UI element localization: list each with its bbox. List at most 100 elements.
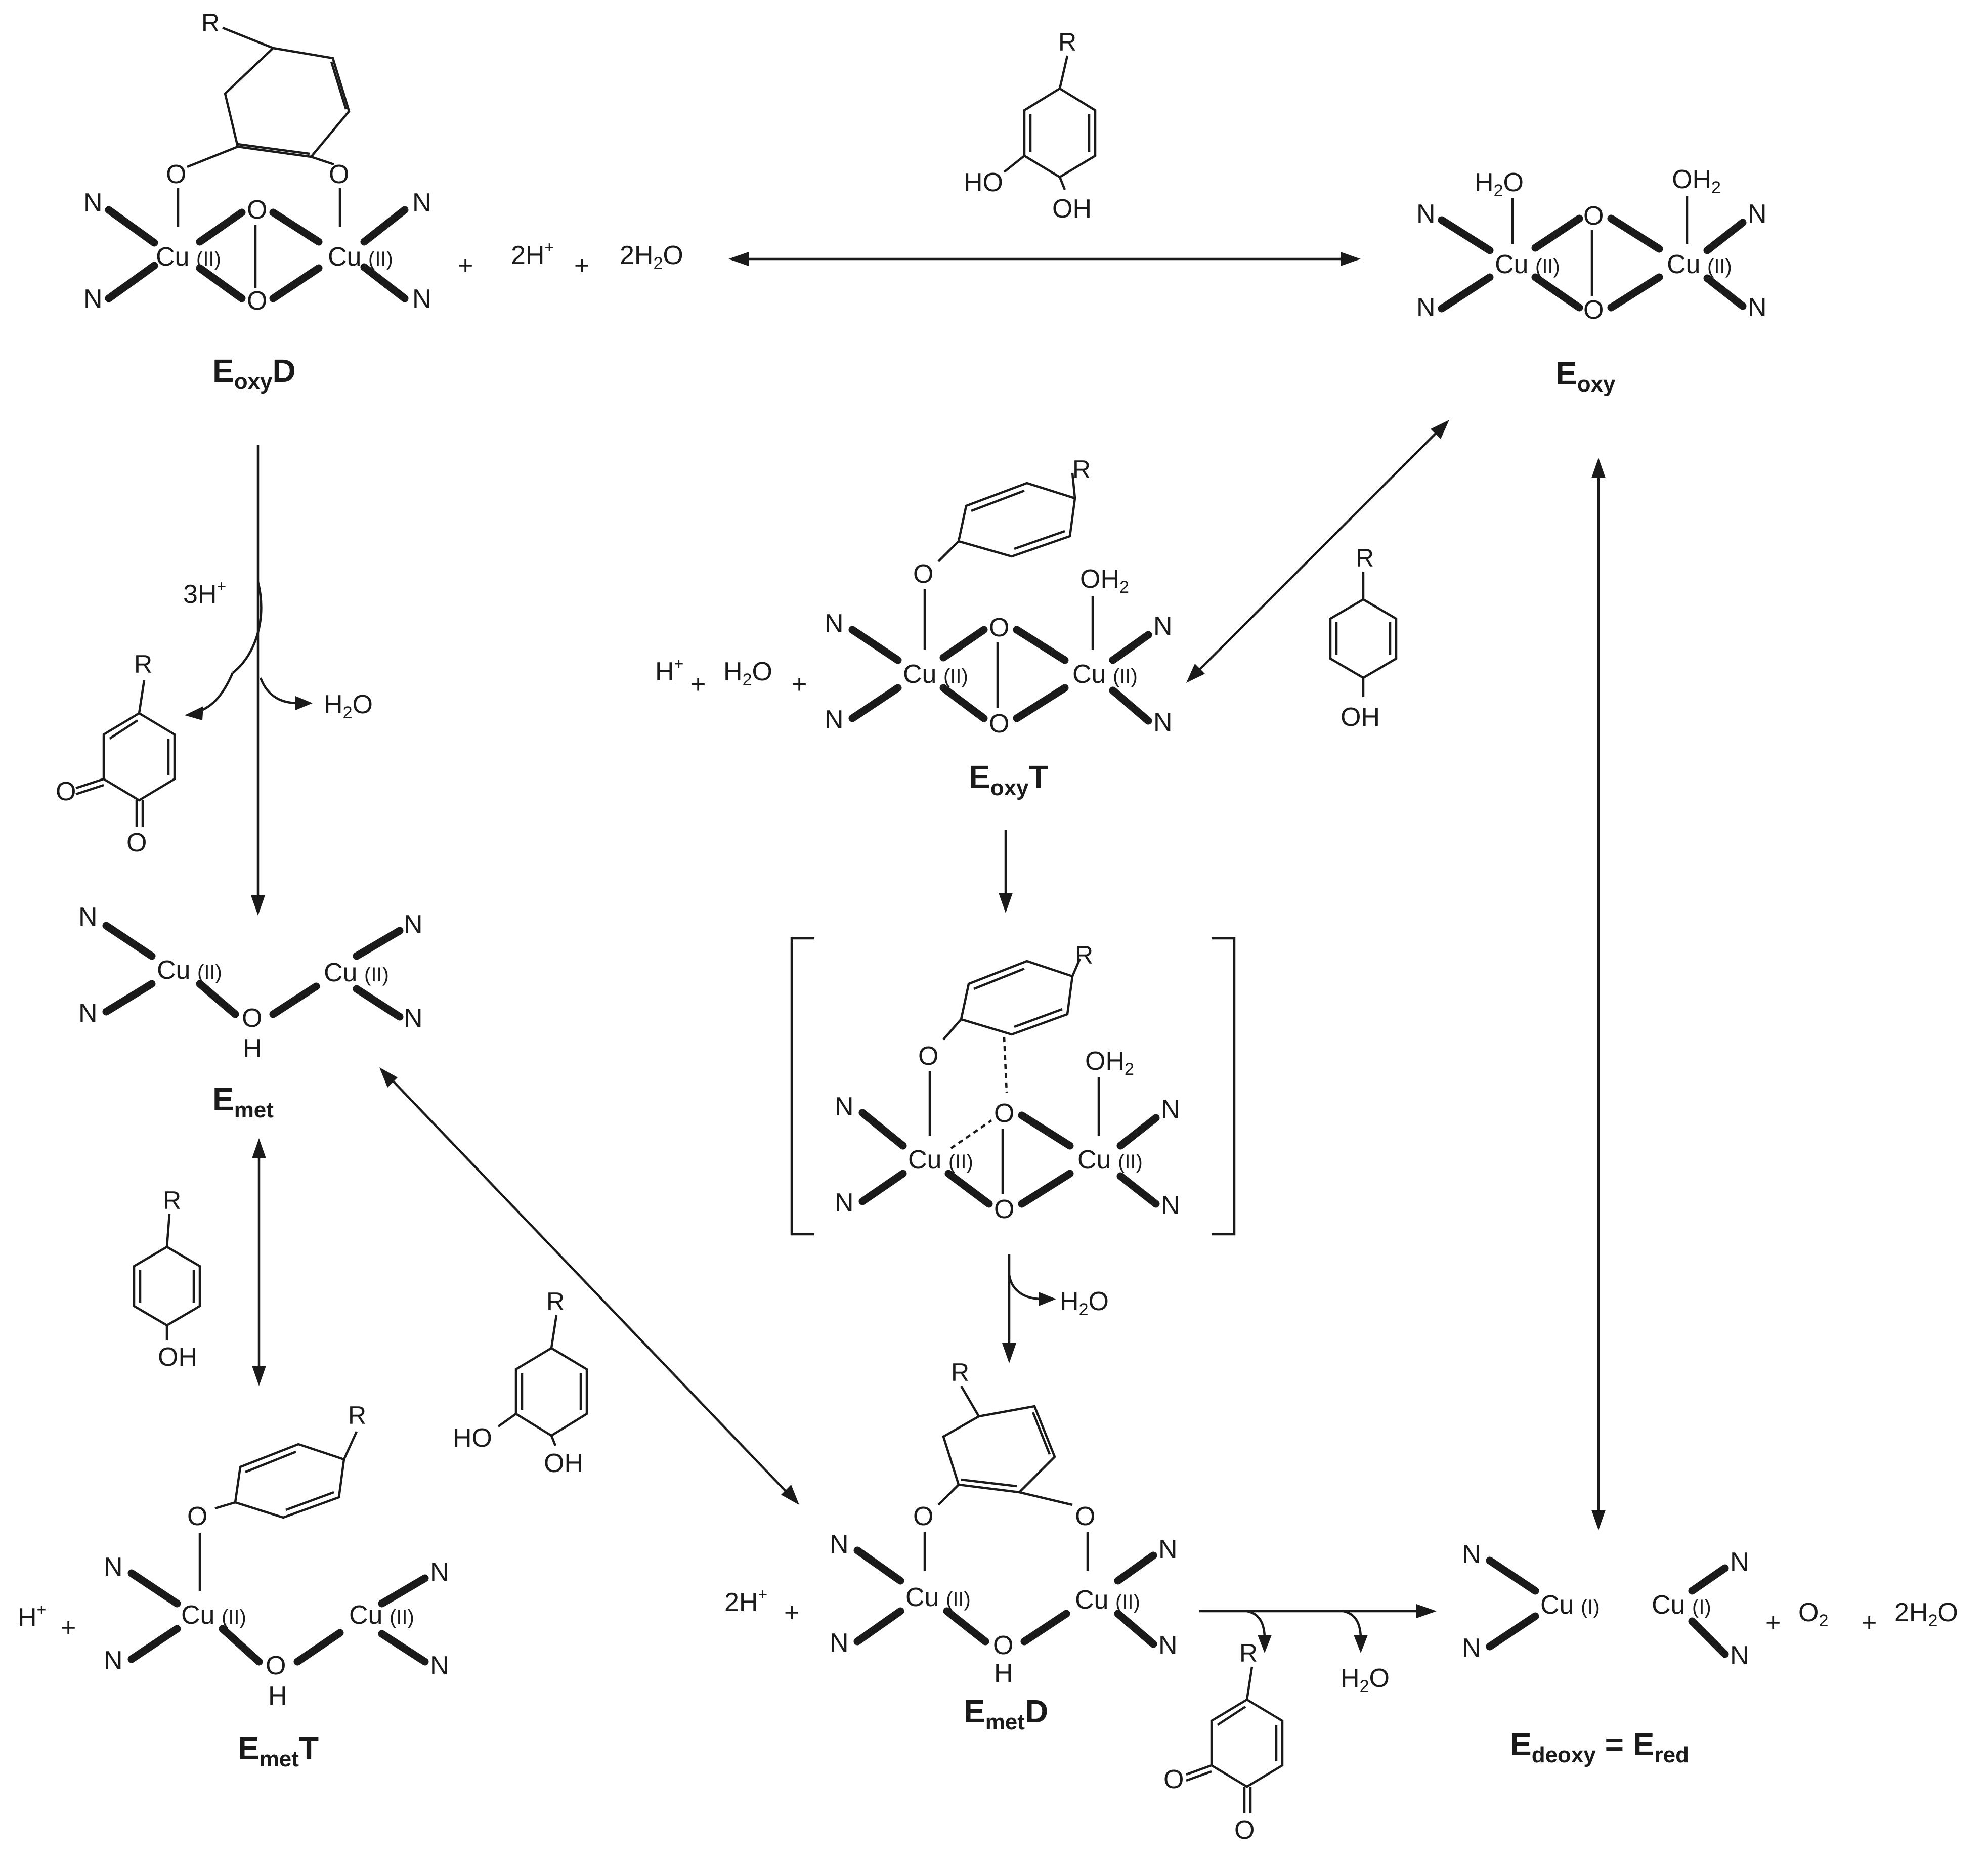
nitrogen-label: N (835, 1188, 854, 1218)
nitrogen-label: N (1158, 1535, 1178, 1564)
water-ligand: OH2 (1085, 1047, 1134, 1079)
copper-label: Cu (905, 1583, 939, 1612)
oxidation-state: (I) (1581, 1596, 1600, 1618)
oxidation-state: (II) (1535, 255, 1560, 278)
nitrogen-label: N (83, 284, 103, 314)
nitrogen-label: N (78, 999, 98, 1028)
oxygen-label: O (918, 1042, 938, 1071)
oxygen-label: O (913, 1502, 933, 1531)
oxidation-state: (II) (1115, 1591, 1140, 1613)
nitrogen-label: N (825, 705, 844, 734)
nitrogen-label: N (1462, 1633, 1481, 1663)
oxidation-state: (II) (368, 248, 393, 270)
oxygen-label: O (993, 1631, 1013, 1660)
nitrogen-label: N (104, 1552, 123, 1582)
hydrogen-label: H (268, 1681, 287, 1711)
nitrogen-label: N (825, 609, 844, 638)
oxidation-state: (II) (390, 1606, 414, 1628)
copper-label: Cu (324, 958, 357, 987)
water-reagent: 2H2O (1894, 1598, 1958, 1630)
proton-reagent: H+ (655, 655, 683, 686)
hydroxyl-label: OH (1341, 703, 1380, 732)
quinone-product-left: R O O (56, 650, 176, 857)
label-emet: Emet (212, 1081, 274, 1122)
r-group-label: R (546, 1287, 565, 1316)
plus-sign: + (458, 251, 473, 280)
nitrogen-label: N (1161, 1095, 1180, 1124)
complex-emett: R O Cu (II) Cu (II) O H N N N N EmetT (104, 1401, 449, 1771)
complex-emetd: R O O Cu (II) Cu (II) O H N N N N EmetD (830, 1358, 1178, 1735)
r-group-label: R (1239, 1639, 1258, 1667)
complex-eoxyd: R O O Cu (II) Cu (II) O O N N N N EoxyD (83, 9, 431, 394)
equilibrium-arrow-eoxy-eoxyt (1186, 420, 1449, 683)
transition-intermediate: R O O OH2 Cu (II) Cu (II) O N N N N (790, 937, 1236, 1236)
oxygen-label: O (913, 559, 933, 589)
r-group-label: R (1058, 28, 1076, 56)
hydrogen-label: H (994, 1659, 1013, 1688)
oxygen-label: O (56, 777, 76, 806)
nitrogen-label: N (1748, 293, 1767, 322)
equilibrium-arrow-emet-emetd (379, 1067, 799, 1505)
nitrogen-label: N (1730, 1547, 1749, 1577)
equilibrium-arrow-emet-emett (252, 1138, 266, 1386)
nitrogen-label: N (104, 1646, 123, 1675)
equilibrium-arrow-eoxyd-eoxy (728, 252, 1361, 266)
complex-edeoxy: Cu (I) Cu (I) N N N N Edeoxy = Ered (1462, 1540, 1749, 1767)
plus-sign: + (792, 670, 807, 699)
oxygen-label: O (994, 1099, 1014, 1128)
nitrogen-label: N (1158, 1631, 1178, 1660)
oxidation-state: (II) (1118, 1151, 1143, 1173)
oxidation-state: (II) (364, 964, 389, 986)
arrow-eoxyd-to-emet (185, 445, 313, 916)
oxygen-label: O (166, 160, 186, 189)
complex-eoxy: H2O OH2 Cu (II) Cu (II) O O N N N N Eoxy (1416, 165, 1767, 397)
nitrogen-label: N (1153, 612, 1173, 641)
label-edeoxy: Edeoxy = Ered (1510, 1726, 1689, 1767)
copper-label: Cu (1075, 1585, 1108, 1615)
complex-emet: Cu (II) Cu (II) O H N N N N Emet (78, 902, 423, 1122)
r-group-label: R (1072, 455, 1091, 484)
copper-label: Cu (181, 1600, 214, 1630)
nitrogen-label: N (412, 284, 431, 314)
oxygen-label: O (126, 828, 147, 857)
hydrogen-label: H (243, 1034, 262, 1063)
water-product: H2O (1060, 1287, 1109, 1319)
proton-reagent: H+ (18, 1600, 46, 1632)
arrow-intermediate-to-emetd (1002, 1254, 1056, 1363)
plus-sign: + (1862, 1608, 1877, 1637)
label-eoxyt: EoxyT (969, 759, 1049, 800)
oxygen-label: O (266, 1651, 286, 1680)
plus-sign: + (1765, 1608, 1781, 1637)
proton-reagent: 3H+ (183, 577, 226, 609)
water-product: H2O (324, 690, 373, 722)
r-group-label: R (201, 9, 220, 37)
nitrogen-label: N (1153, 708, 1173, 737)
copper-label: Cu (1540, 1590, 1574, 1620)
quinone-product-bottom: R O O (1163, 1639, 1284, 1845)
oxygen-label: O (994, 1195, 1014, 1224)
r-group-label: R (348, 1401, 366, 1430)
nitrogen-label: N (1416, 199, 1436, 229)
oxidation-state: (II) (1113, 665, 1138, 687)
nitrogen-label: N (1462, 1540, 1481, 1569)
nitrogen-label: N (1416, 293, 1436, 322)
copper-label: Cu (328, 242, 361, 272)
copper-label: Cu (1495, 250, 1528, 279)
water-ligand: OH2 (1672, 165, 1721, 197)
oxygen-label: O (1234, 1815, 1255, 1845)
oxygen-label: O (329, 160, 349, 189)
oxidation-state: (II) (197, 961, 222, 983)
hydroxyl-label: HO (453, 1423, 492, 1453)
oxidation-state: (II) (1707, 255, 1732, 278)
equilibrium-arrow-eoxy-edeoxy (1591, 458, 1606, 1530)
r-group-label: R (1356, 544, 1374, 572)
arrow-eoxyt-to-intermediate (999, 830, 1013, 913)
complex-eoxyt: R O OH2 Cu (II) Cu (II) O O N N N N Eoxy… (825, 455, 1173, 800)
plus-sign: + (690, 670, 706, 699)
arrow-emetd-to-edeoxy (1199, 1604, 1437, 1653)
hydroxyl-label: HO (964, 168, 1003, 197)
oxygen-label: O (1583, 201, 1604, 231)
nitrogen-label: N (78, 902, 98, 932)
copper-label: Cu (156, 242, 189, 272)
